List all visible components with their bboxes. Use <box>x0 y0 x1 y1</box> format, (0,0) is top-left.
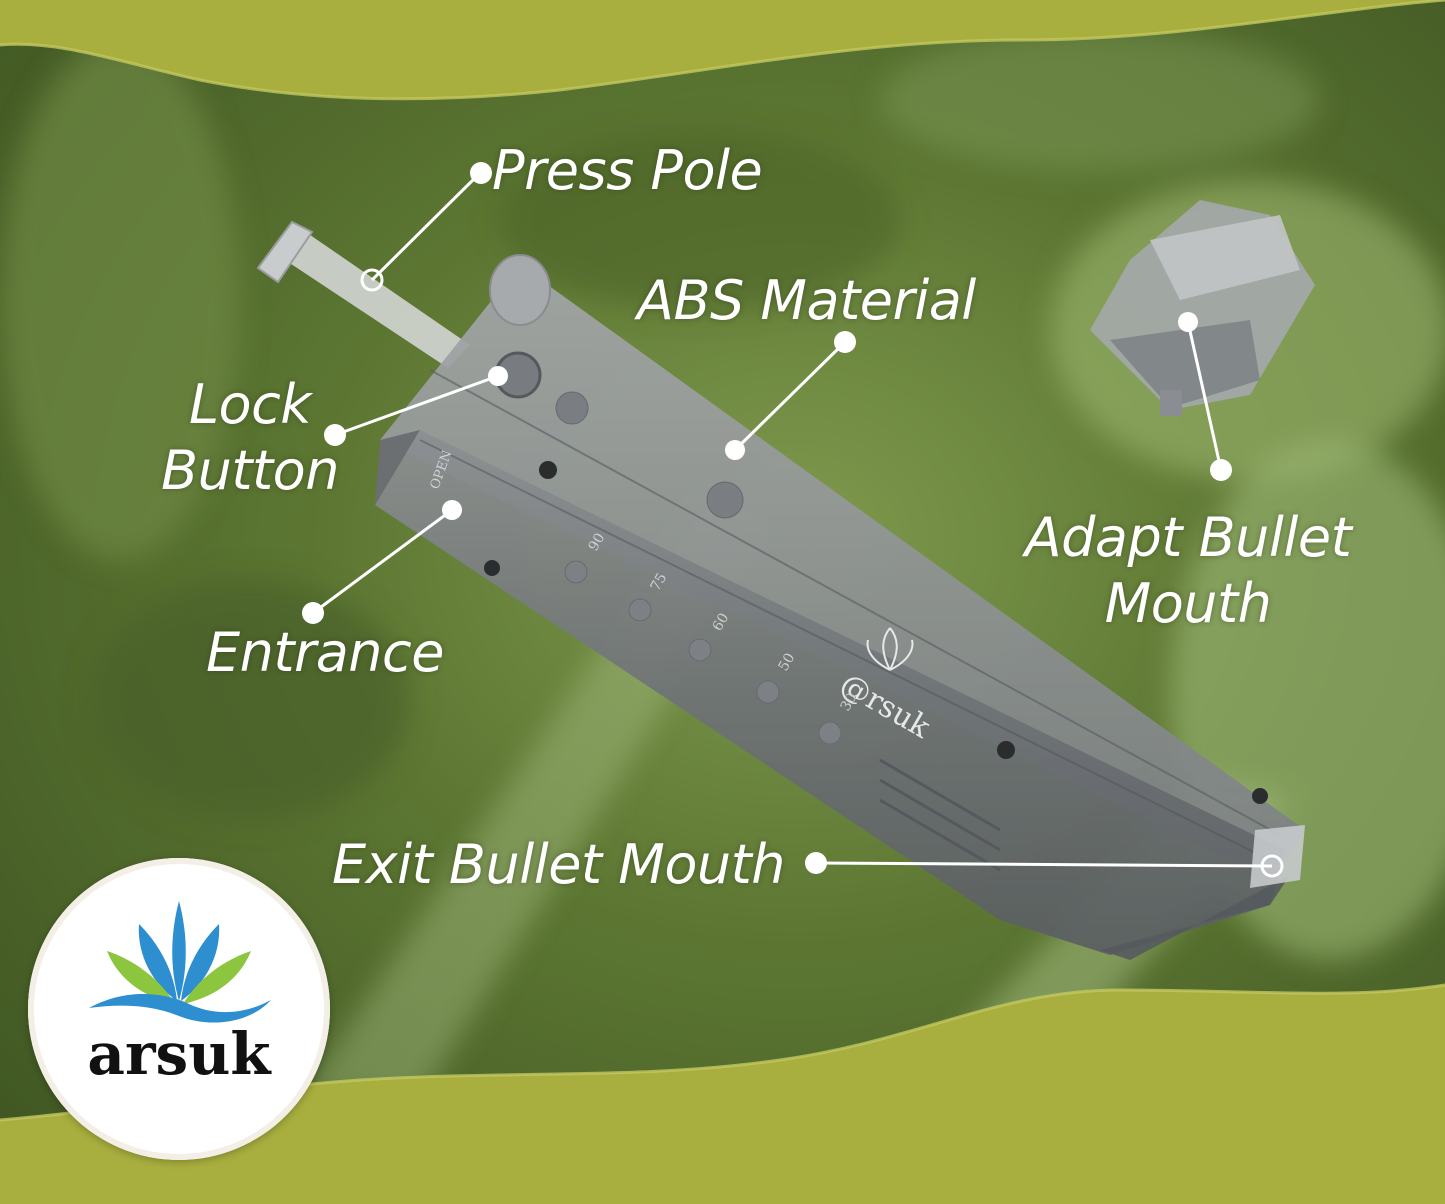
leaf-fan-icon <box>89 901 271 1023</box>
adapt-anchor-dot <box>1178 312 1198 332</box>
exit-dot <box>805 852 827 874</box>
bottom-wave-band <box>0 985 1445 1204</box>
loader-body <box>375 254 1305 960</box>
entrance-dot <box>302 602 324 624</box>
lock-button-anchor-dot <box>488 366 508 386</box>
top-wave-band <box>0 0 1445 99</box>
callout-lines <box>312 171 1273 868</box>
press-pole-dot <box>470 162 492 184</box>
label-exit-bullet-mouth: Exit Bullet Mouth <box>332 833 786 896</box>
press-pole-rod <box>256 220 470 368</box>
lock-button-dot <box>324 424 346 446</box>
adapt-dot <box>1210 459 1232 481</box>
adapt-bullet-mouth-part <box>1090 200 1315 416</box>
exit-anchor-dot <box>1260 854 1284 878</box>
brand-leaf-icon <box>866 627 914 671</box>
abs-material-dot <box>834 331 856 353</box>
capacity-mark-75: 75 <box>648 571 671 594</box>
label-entrance: Entrance <box>206 621 444 684</box>
capacity-mark-50: 50 <box>776 651 799 674</box>
label-lock-button: Lock Button <box>161 373 339 502</box>
label-abs-material: ABS Material <box>637 269 976 332</box>
callout-dots <box>302 162 1284 878</box>
label-adapt-bullet-mouth: Adapt Bullet Mouth <box>1024 506 1352 635</box>
entrance-anchor-dot <box>442 500 462 520</box>
abs-material-anchor-dot <box>725 440 745 460</box>
label-press-pole: Press Pole <box>492 139 763 202</box>
capacity-mark-90: 90 <box>586 531 609 554</box>
brand-logo-text: arsuk <box>87 1020 271 1088</box>
capacity-mark-30: 30 <box>838 691 861 714</box>
brand-logo: arsuk <box>28 858 330 1160</box>
capacity-mark-60: 60 <box>710 611 733 634</box>
press-pole-anchor-dot <box>360 268 384 292</box>
